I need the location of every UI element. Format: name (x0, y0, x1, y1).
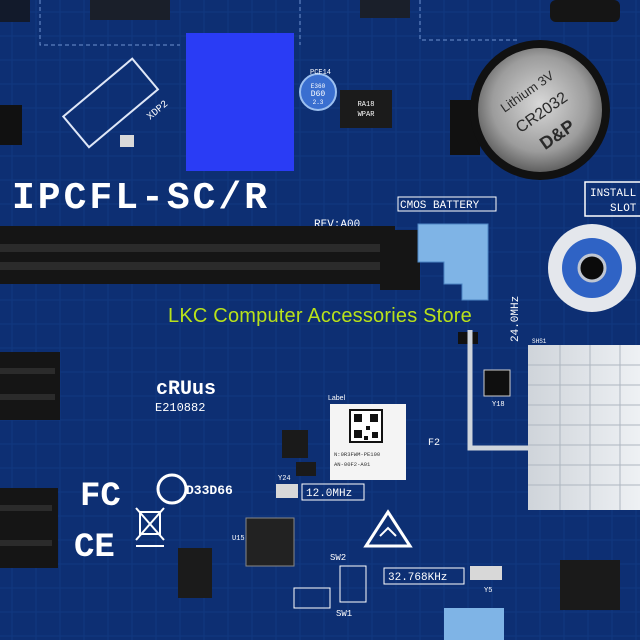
pcie-slot-groove (0, 540, 52, 546)
pcie-slot-groove (0, 244, 380, 252)
component-top (360, 0, 410, 18)
fc-mark: FC (80, 478, 121, 516)
y18-label: Y18 (492, 401, 505, 409)
weee-bin-icon (135, 507, 165, 547)
pcie-x16-slot (0, 226, 395, 284)
f2-label: F2 (428, 438, 440, 449)
cmos-label-box (397, 196, 497, 212)
connector-top-left (0, 0, 30, 22)
component-bottom-right (560, 560, 620, 610)
shs1-label: SHS1 (532, 338, 547, 345)
small-component (120, 135, 134, 147)
heatsink-clip-wire (467, 330, 540, 451)
chip-text: RA18 (358, 101, 375, 109)
sw2-label: SW2 (330, 553, 346, 563)
freq-12-label: 12.0MHz (306, 488, 352, 500)
y5-label: Y5 (484, 587, 492, 595)
component-top (90, 0, 170, 20)
csa-code: D33D66 (186, 483, 233, 498)
store-watermark: LKC Computer Accessories Store (168, 305, 472, 327)
heatsink-fins (528, 345, 640, 510)
component-top-right (550, 0, 620, 22)
rcm-mark-icon (363, 509, 413, 548)
silk-outline (39, 0, 301, 46)
ic-chip (340, 90, 392, 128)
u15-label: U15 (232, 535, 245, 543)
small-chip (296, 462, 316, 476)
csa-mark-icon (156, 473, 188, 505)
pcie-slot-groove (0, 368, 55, 374)
chip-text: WPAR (358, 111, 376, 119)
install-text: SLOT (610, 203, 637, 215)
ul-mark: cRUus (156, 378, 216, 401)
capacitor-text: 2.3 (313, 99, 324, 106)
capacitor-text: E360 (311, 83, 326, 90)
freq-12-box (301, 483, 365, 501)
pce-label: PCE14 (310, 69, 331, 77)
redaction-block (186, 33, 294, 171)
xdp-footprint (61, 57, 160, 149)
switch-sw1 (293, 587, 331, 609)
install-slot-box (584, 181, 640, 217)
pcie-x1-slot (0, 352, 60, 420)
crystal-y18 (483, 369, 511, 397)
y24-label: Y24 (278, 475, 291, 483)
crystal-y24 (276, 484, 298, 498)
qr-code (349, 409, 383, 443)
ic-chip-u15 (245, 517, 295, 567)
pcie-slot-groove (0, 394, 55, 400)
coin-cell-battery (478, 48, 602, 172)
edge-connector (0, 105, 22, 145)
cmos-battery-label: CMOS BATTERY (400, 200, 480, 212)
bottom-latch (444, 608, 504, 640)
install-text: INSTALL (590, 188, 636, 200)
ce-mark: CE (74, 529, 115, 567)
silk-outline (419, 0, 520, 41)
small-chip (282, 430, 308, 458)
pcie-slot-groove (0, 262, 380, 270)
switch-sw2 (339, 565, 367, 603)
electrolytic-capacitor (299, 73, 337, 111)
freq-32-box (383, 567, 465, 585)
freq-32-label: 32.768KHz (388, 572, 447, 584)
ul-code: E210882 (155, 401, 205, 415)
freq-24-label: 24.0MHz (510, 296, 522, 342)
sw1-label: SW1 (336, 609, 352, 619)
label-title: Label (328, 395, 346, 402)
mounting-hole (577, 253, 607, 283)
pcie-slot-end (380, 230, 420, 290)
pcie-x1-slot (0, 488, 58, 568)
capacitor-text: D60 (311, 90, 326, 99)
ic-chip (178, 548, 212, 598)
board-model: IPCFL-SC/R (12, 177, 270, 220)
pcie-slot-groove (0, 505, 52, 511)
label-line: AN-00F2-A01 (334, 461, 371, 468)
heatsink (528, 345, 640, 510)
label-line: N:0R3FWM-PE100 (334, 451, 380, 458)
pcie-latch[interactable] (417, 223, 489, 301)
crystal-y5 (470, 566, 502, 580)
